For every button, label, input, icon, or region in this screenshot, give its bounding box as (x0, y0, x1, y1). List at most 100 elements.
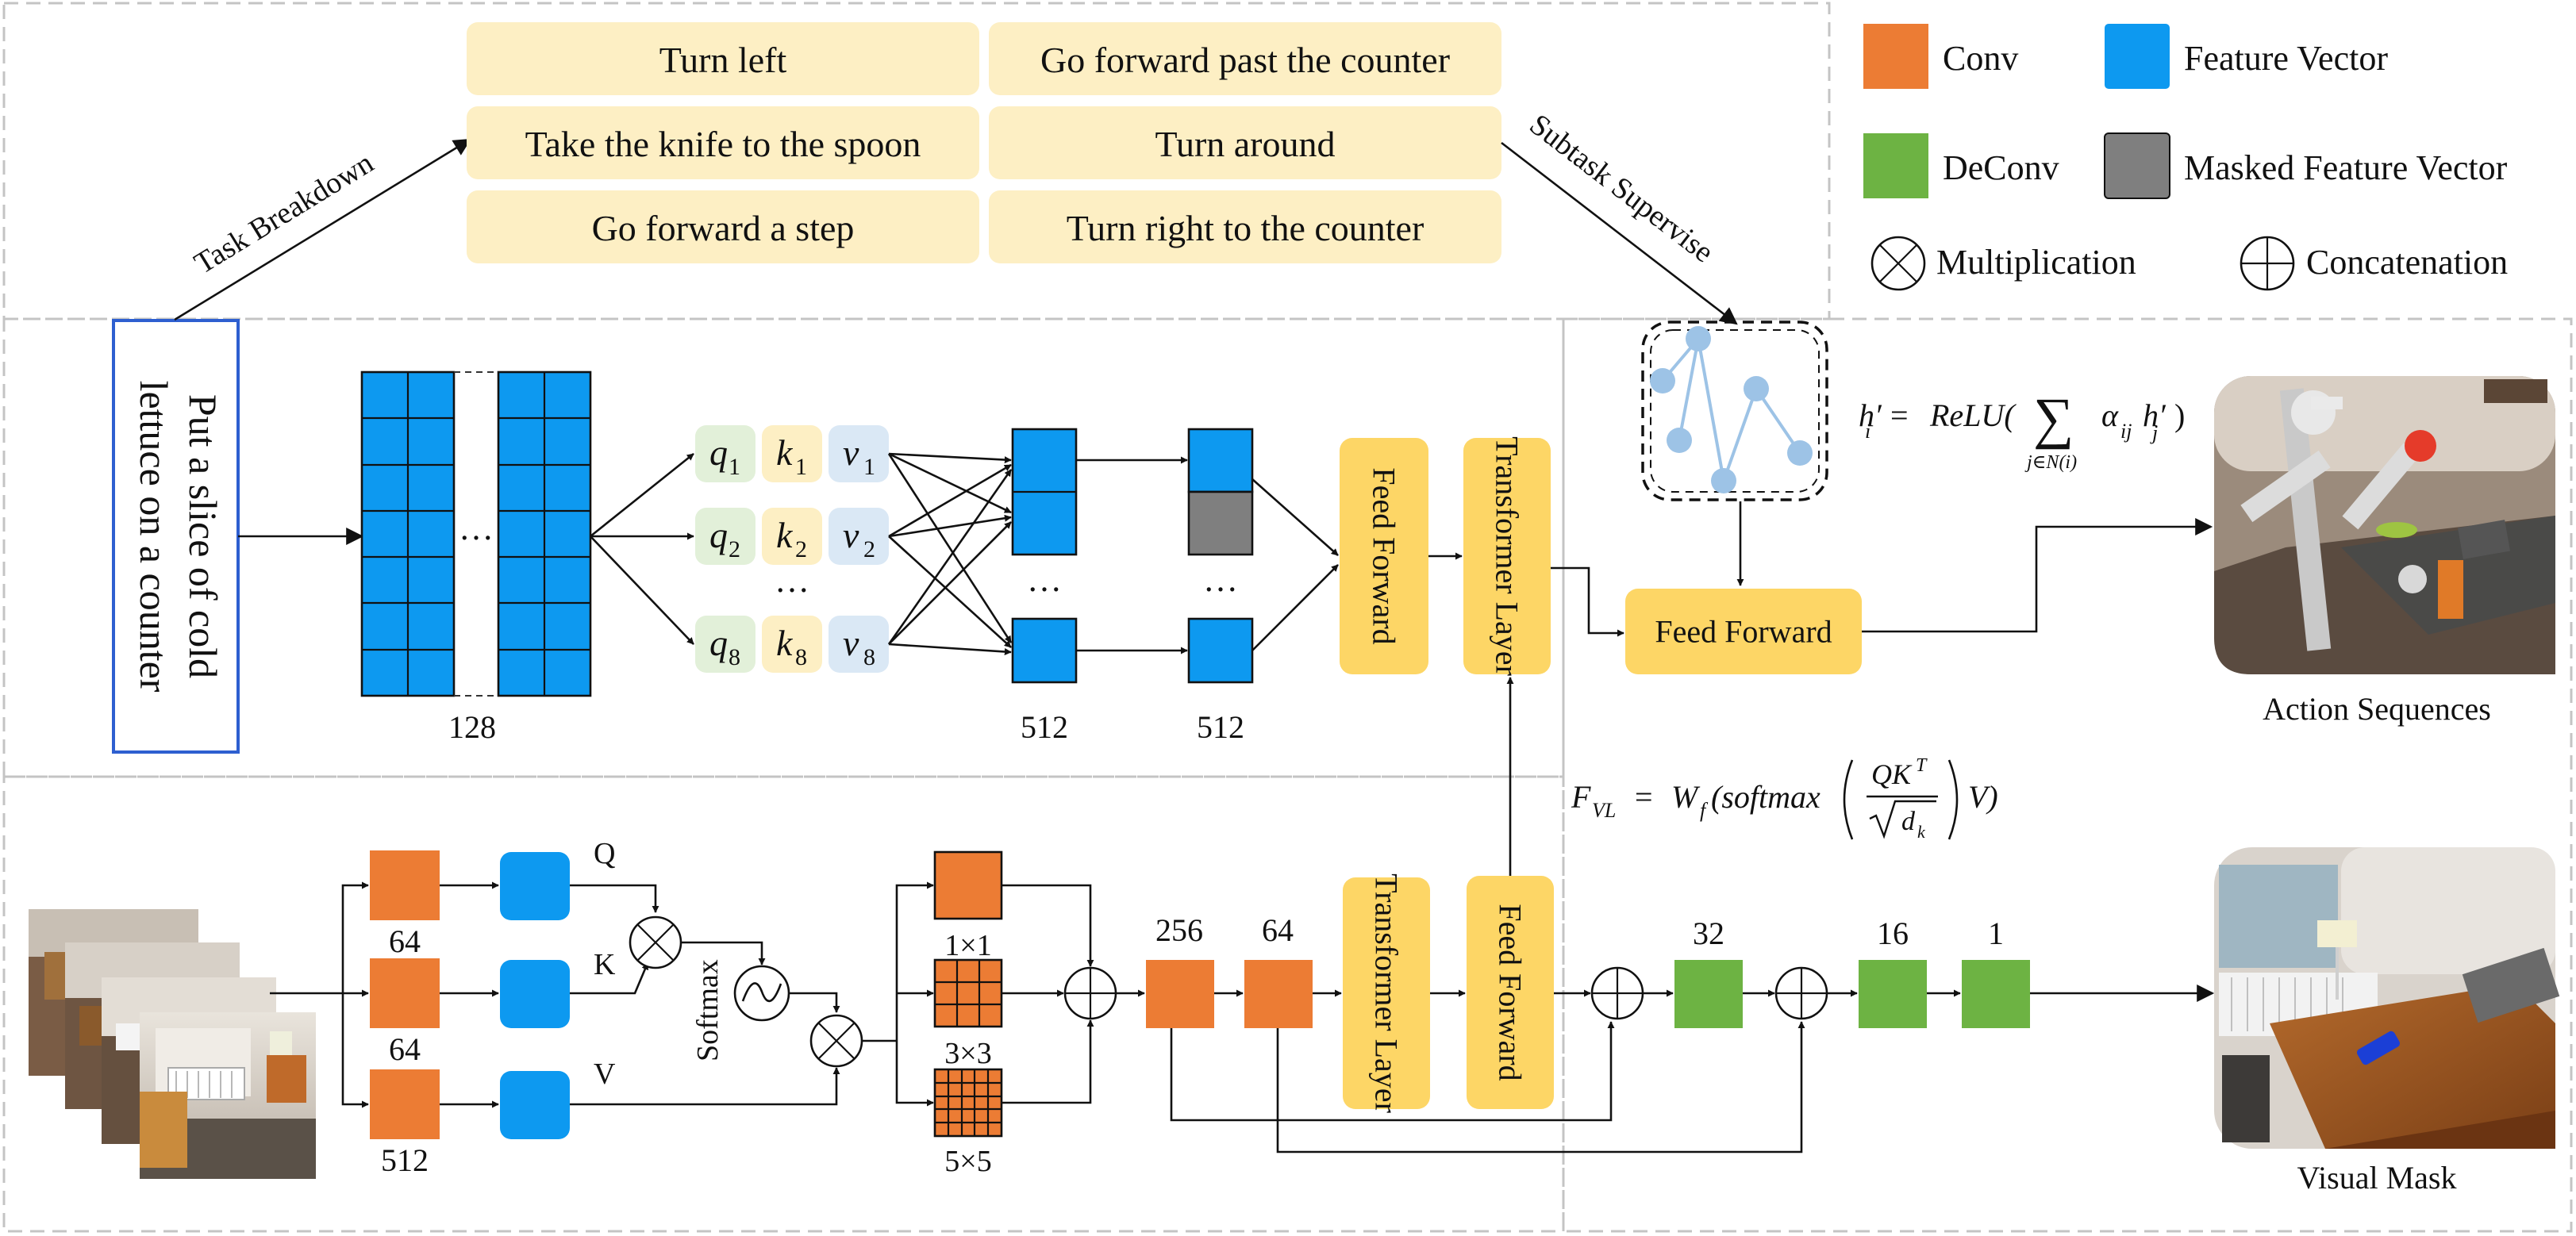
formula-den: d (1901, 807, 1916, 836)
svg-text:k: k (776, 623, 794, 663)
formula-hj-sub: j (2150, 421, 2158, 444)
softmax-icon (733, 965, 790, 1022)
subtask-pill (989, 22, 1501, 95)
subtask-list: Turn left Go forward past the counter Ta… (467, 22, 1501, 263)
deconv-32-label: 32 (1693, 915, 1724, 951)
v-vector (500, 1071, 570, 1139)
svg-text:q: q (709, 432, 728, 473)
query-index: 8 (729, 644, 740, 670)
deconv-16-label: 16 (1877, 915, 1909, 951)
conv-kernel-3x3 (933, 958, 1003, 1028)
svg-text:q: q (709, 623, 728, 663)
token-matrix: … (360, 370, 592, 697)
query-token (695, 616, 755, 673)
language-transformer-text: Transformer Layer (1490, 436, 1525, 676)
subtask-text: Turn around (1155, 124, 1335, 164)
subtask-pill (467, 106, 979, 179)
k-label: K (594, 948, 616, 981)
skip-256-arrow (1170, 1021, 1615, 1122)
concatenation-icon (2240, 236, 2295, 291)
instruction-line-2: lettuce on a counter (132, 381, 176, 693)
formula-sum-under: j∈N(i) (2024, 452, 2077, 473)
formula-eq: = (1635, 779, 1653, 815)
language-ff-text: Feed Forward (1367, 467, 1402, 644)
k-to-mult-arrow (570, 962, 649, 995)
legend-masked-label: Masked Feature Vector (2184, 148, 2508, 187)
vision-feed-forward: Feed Forward (1467, 876, 1554, 1109)
action-sequences-image (2214, 376, 2555, 674)
formula-h: h′ (1859, 397, 1882, 433)
subtask-pill (989, 106, 1501, 179)
deconv-16 (1859, 960, 1927, 1028)
to-kernel-1-arrow (895, 881, 934, 1041)
frames-to-v-conv-arrow (341, 993, 369, 1108)
value-token (829, 425, 889, 482)
multiplication-icon (1870, 236, 1926, 291)
skip-64-arrow (1276, 1021, 1805, 1153)
formula-num-sup: T (1916, 755, 1928, 776)
value-index: 2 (863, 536, 875, 562)
conv-64 (1244, 960, 1313, 1028)
sum-symbol: ∑ (2033, 386, 2074, 450)
multiplication-icon (809, 1014, 863, 1068)
formula-w-sub: f (1700, 799, 1709, 822)
legend-feature-vector-swatch (2105, 24, 2170, 89)
formula-relu: ReLU( (1929, 397, 2017, 433)
mult-to-softmax-arrow (681, 941, 766, 965)
qkv-feature-vectors (500, 852, 570, 1139)
formula-hj: h′ (2143, 397, 2167, 433)
instruction-box: Put a slice of cold lettuce on a counter (112, 319, 240, 754)
graph-icon (1641, 321, 1828, 501)
formula-alpha-sub: ij (2120, 420, 2132, 443)
query-token (695, 425, 755, 482)
instruction-line-1: Put a slice of cold (181, 394, 225, 678)
formula-h-sub: i (1865, 420, 1870, 443)
query-index: 2 (729, 536, 740, 562)
subtask-text: Go forward a step (592, 208, 855, 248)
legend-conv-label: Conv (1943, 39, 2018, 78)
vision-ff-text: Feed Forward (1493, 904, 1528, 1081)
masked-dim-label: 512 (1197, 709, 1244, 745)
kernel-1-label: 1×1 (944, 929, 991, 962)
action-sequences-caption: Action Sequences (2263, 691, 2491, 727)
value-token (829, 508, 889, 565)
formula-num: QK (1871, 758, 1913, 790)
to-kernel-5-arrow (895, 1041, 934, 1107)
subtask-text: Take the knife to the spoon (525, 124, 921, 164)
formula-softmax: (softmax (1711, 779, 1821, 815)
v-to-mult-arrow (570, 1067, 840, 1106)
value-index: 8 (863, 644, 875, 670)
graph-formula: h′ i = ReLU( ∑ j∈N(i) α ij h′ j ) (1859, 386, 2185, 473)
subtask-text: Turn right to the counter (1067, 208, 1424, 248)
value-token (829, 616, 889, 673)
legend-deconv-swatch (1863, 133, 1928, 198)
multiplication-icon (629, 915, 682, 969)
q-vector (500, 852, 570, 920)
kernel-1-to-concat-arrow (1002, 884, 1094, 967)
formula-alpha: α (2101, 397, 2119, 433)
qkv-ellipsis: … (775, 561, 809, 600)
conv-256 (1146, 960, 1214, 1028)
subtask-pill (467, 22, 979, 95)
language-transformer-layer: Transformer Layer (1463, 436, 1551, 676)
kernel-3-label: 3×3 (944, 1037, 991, 1070)
vision-transformer-layer: Transformer Layer (1343, 873, 1430, 1113)
visual-mask-caption: Visual Mask (2297, 1160, 2457, 1196)
language-feed-forward: Feed Forward (1340, 438, 1428, 674)
legend-deconv-label: DeConv (1943, 148, 2059, 187)
formula-den-sub: k (1917, 822, 1926, 842)
masked-ellipsis: … (1203, 560, 1238, 599)
formula-v: V) (1968, 779, 1998, 815)
head-ff-text: Feed Forward (1655, 614, 1832, 650)
head-feed-forward: Feed Forward (1625, 589, 1862, 674)
deconv-1-label: 1 (1988, 915, 2004, 951)
matrix-to-qkv-arrows (590, 452, 694, 645)
legend-conv-swatch (1863, 24, 1928, 89)
formula-w: W (1671, 779, 1701, 815)
qkv-tokens: q 1 k 1 v 1 q 2 k 2 v 2 … q 8 k 8 v 8 (695, 425, 889, 673)
subtask-supervise-label: Subtask Supervise (1524, 108, 1720, 270)
softmax-label: Softmax (691, 959, 725, 1061)
matrix-dim-label: 128 (448, 709, 496, 745)
key-index: 1 (795, 454, 807, 480)
